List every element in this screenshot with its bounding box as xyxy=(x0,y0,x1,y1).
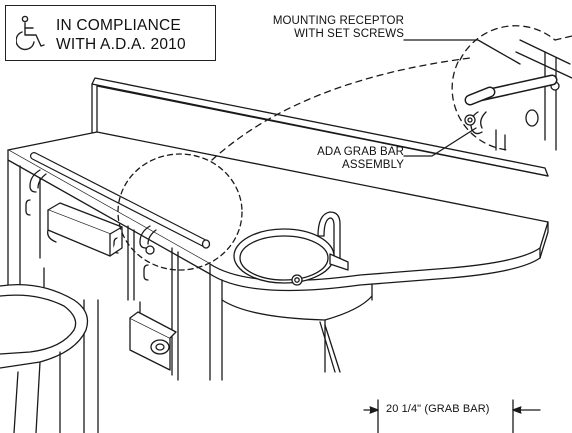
callout-leaders xyxy=(403,39,521,157)
faucet xyxy=(317,211,349,271)
dimension-line xyxy=(363,399,541,433)
ada-compliance-badge: IN COMPLIANCE WITH A.D.A. 2010 xyxy=(5,5,216,61)
countertop xyxy=(7,77,549,292)
dimension-label: 20 1/4" (GRAB BAR) xyxy=(386,403,490,415)
grab-bar-line-1: ADA GRAB BAR xyxy=(317,146,404,158)
badge-line-1: IN COMPLIANCE xyxy=(56,17,181,34)
toilet xyxy=(0,283,89,433)
toilet-paper-holder xyxy=(129,301,177,371)
left-cabinet xyxy=(7,159,179,433)
detail-enlarged-view xyxy=(451,25,572,151)
dispenser-box xyxy=(47,202,123,257)
grab-bar-line-2: ASSEMBLY xyxy=(342,159,404,171)
grab-bar-assembly-label: ADA GRAB BAR ASSEMBLY xyxy=(280,146,404,172)
badge-line-2: WITH A.D.A. 2010 xyxy=(56,36,186,53)
mounting-receptor-line-1: MOUNTING RECEPTOR xyxy=(272,15,404,27)
mounting-receptor-line-2: WITH SET SCREWS xyxy=(294,28,404,40)
detail-leader-arc xyxy=(211,57,471,161)
basin-cabinet xyxy=(209,273,373,381)
mounting-receptor-label: MOUNTING RECEPTOR WITH SET SCREWS xyxy=(236,15,404,41)
wheelchair-accessibility-icon xyxy=(16,15,45,51)
detail-reference-circle xyxy=(117,153,243,271)
